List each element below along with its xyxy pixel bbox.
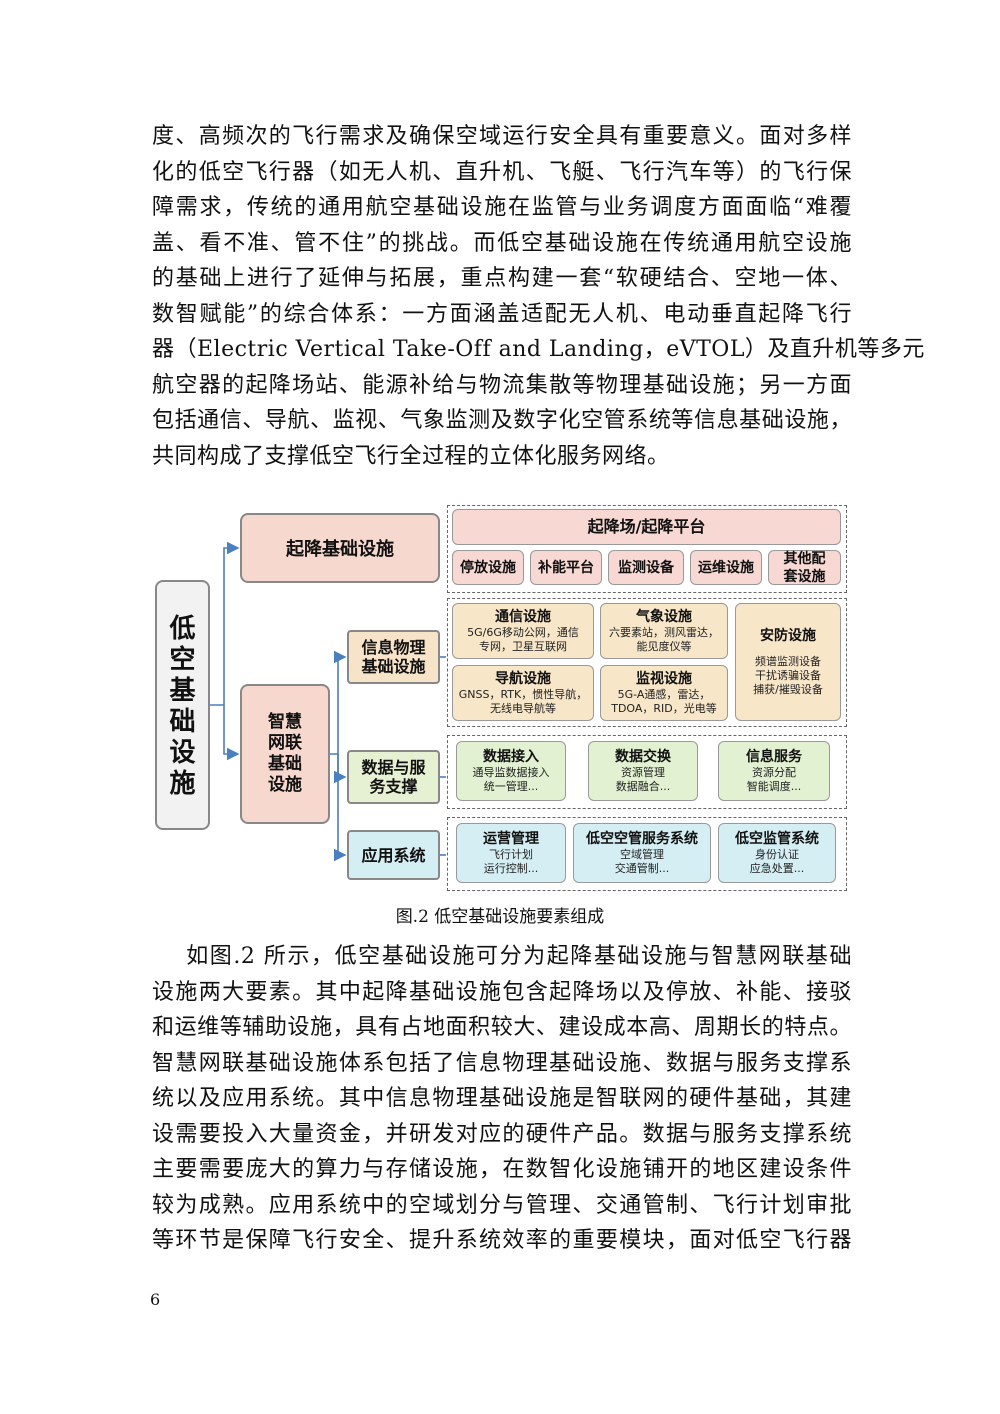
page-number: 6 xyxy=(150,1290,161,1309)
diagram-connectors xyxy=(210,541,446,862)
info-physical-panel: 通信设施 5G/6G移动公网，通信专网，卫星互联网 气象设施 六要素站，测风雷达… xyxy=(447,598,847,727)
security-facility: 安防设施 频谱监测设备干扰诱骗设备捕获/摧毁设备 xyxy=(735,603,841,721)
takeoff-infrastructure-box: 起降基础设施 xyxy=(240,513,440,583)
application-panel: 运营管理 飞行计划运行控制... 低空空管服务系统 空域管理交通管制... 低空… xyxy=(447,817,847,891)
text-line: 等环节是保障飞行安全、提升系统效率的重要模块，面对低空飞行器 xyxy=(152,1228,852,1253)
takeoff-item: 运维设施 xyxy=(690,550,762,585)
text-line: 和运维等辅助设施，具有占地面积较大、建设成本高、周期长的特点。 xyxy=(152,1015,852,1040)
takeoff-panel: 起降场/起降平台 停放设施 补能平台 监测设备 运维设施 其他配套设施 xyxy=(447,505,847,593)
figure-caption: 图.2 低空基础设施要素组成 xyxy=(395,907,605,927)
smart-network-infrastructure-box: 智慧网联 基础设施 xyxy=(240,684,330,824)
operations-management: 运营管理 飞行计划运行控制... xyxy=(456,823,566,883)
supervision-system: 低空监管系统 身份认证应急处置... xyxy=(718,823,836,883)
text-line: 的基础上进行了延伸与拓展，重点构建一套“软硬结合、空地一体、 xyxy=(152,266,852,291)
text-line: 包括通信、导航、监视、气象监测及数字化空管系统等信息基础设施， xyxy=(152,408,852,433)
paragraph-intro: 度、高频次的飞行需求及确保空域运行安全具有重要意义。面对多样 化的低空飞行器（如… xyxy=(152,119,925,474)
data-service-panel: 数据接入 通导监数据接入统一管理... 数据交换 资源管理数据融合... 信息服… xyxy=(447,735,847,809)
app-system-box: 应用系统 xyxy=(347,830,440,880)
navigation-facility: 导航设施 GNSS，RTK，惯性导航，无线电导航等 xyxy=(452,665,594,721)
weather-facility: 气象设施 六要素站，测风雷达，能见度仪等 xyxy=(600,603,728,659)
text-line: 化的低空飞行器（如无人机、直升机、飞艇、飞行汽车等）的飞行保 xyxy=(152,159,852,185)
text-line: 主要需要庞大的算力与存储设施，在数智化设施铺开的地区建设条件 xyxy=(152,1157,852,1182)
info-service: 信息服务 资源分配智能调度... xyxy=(718,741,830,801)
infrastructure-diagram: 低空 基础 设施 起降基础设施 智慧网联 基础设施 信息物理基础设施 数据与服务… xyxy=(150,500,850,900)
airspace-management-system: 低空空管服务系统 空域管理交通管制... xyxy=(573,823,711,883)
comm-facility: 通信设施 5G/6G移动公网，通信专网，卫星互联网 xyxy=(452,603,594,659)
takeoff-item: 监测设备 xyxy=(608,550,684,585)
text-line: 盖、看不准、管不住”的挑战。而低空基础设施在传统通用航空设施 xyxy=(152,230,852,256)
text-line: 较为成熟。应用系统中的空域划分与管理、交通管制、飞行计划审批 xyxy=(152,1192,852,1218)
surveillance-facility: 监视设施 5G-A通感，雷达，TDOA，RID，光电等 xyxy=(600,665,728,721)
text-line: 障需求，传统的通用航空基础设施在监管与业务调度方面面临“难覆 xyxy=(152,195,852,220)
text-line: 如图.2 所示，低空基础设施可分为起降基础设施与智慧网联基础 xyxy=(152,944,852,969)
takeoff-item: 补能平台 xyxy=(530,550,602,585)
data-service-box: 数据与服务支撑 xyxy=(347,750,440,804)
text-line: 智慧网联基础设施体系包括了信息物理基础设施、数据与服务支撑系 xyxy=(152,1050,852,1076)
text-line: 器（Electric Vertical Take-Off and Landing… xyxy=(152,337,925,362)
text-line: 共同构成了支撑低空飞行全过程的立体化服务网络。 xyxy=(152,443,670,469)
takeoff-platform-header: 起降场/起降平台 xyxy=(452,509,841,545)
text-line: 统以及应用系统。其中信息物理基础设施是智联网的硬件基础，其建 xyxy=(152,1086,852,1111)
takeoff-item-other: 其他配套设施 xyxy=(768,550,841,585)
info-physical-box: 信息物理基础设施 xyxy=(347,630,440,684)
text-line: 航空器的起降场站、能源补给与物流集散等物理基础设施；另一方面 xyxy=(152,372,852,398)
data-exchange: 数据交换 资源管理数据融合... xyxy=(588,741,698,801)
text-line: 设施两大要素。其中起降基础设施包含起降场以及停放、补能、接驳 xyxy=(152,979,852,1005)
paragraph-explanation: 如图.2 所示，低空基础设施可分为起降基础设施与智慧网联基础 设施两大要素。其中… xyxy=(152,939,852,1259)
root-low-altitude-infrastructure: 低空 基础 设施 xyxy=(155,580,210,830)
data-access: 数据接入 通导监数据接入统一管理... xyxy=(456,741,566,801)
text-line: 数智赋能”的综合体系：一方面涵盖适配无人机、电动垂直起降飞行 xyxy=(152,301,852,327)
text-line: 度、高频次的飞行需求及确保空域运行安全具有重要意义。面对多样 xyxy=(152,124,852,149)
takeoff-item: 停放设施 xyxy=(452,550,524,585)
text-line: 设需要投入大量资金，并研发对应的硬件产品。数据与服务支撑系统 xyxy=(152,1121,852,1147)
